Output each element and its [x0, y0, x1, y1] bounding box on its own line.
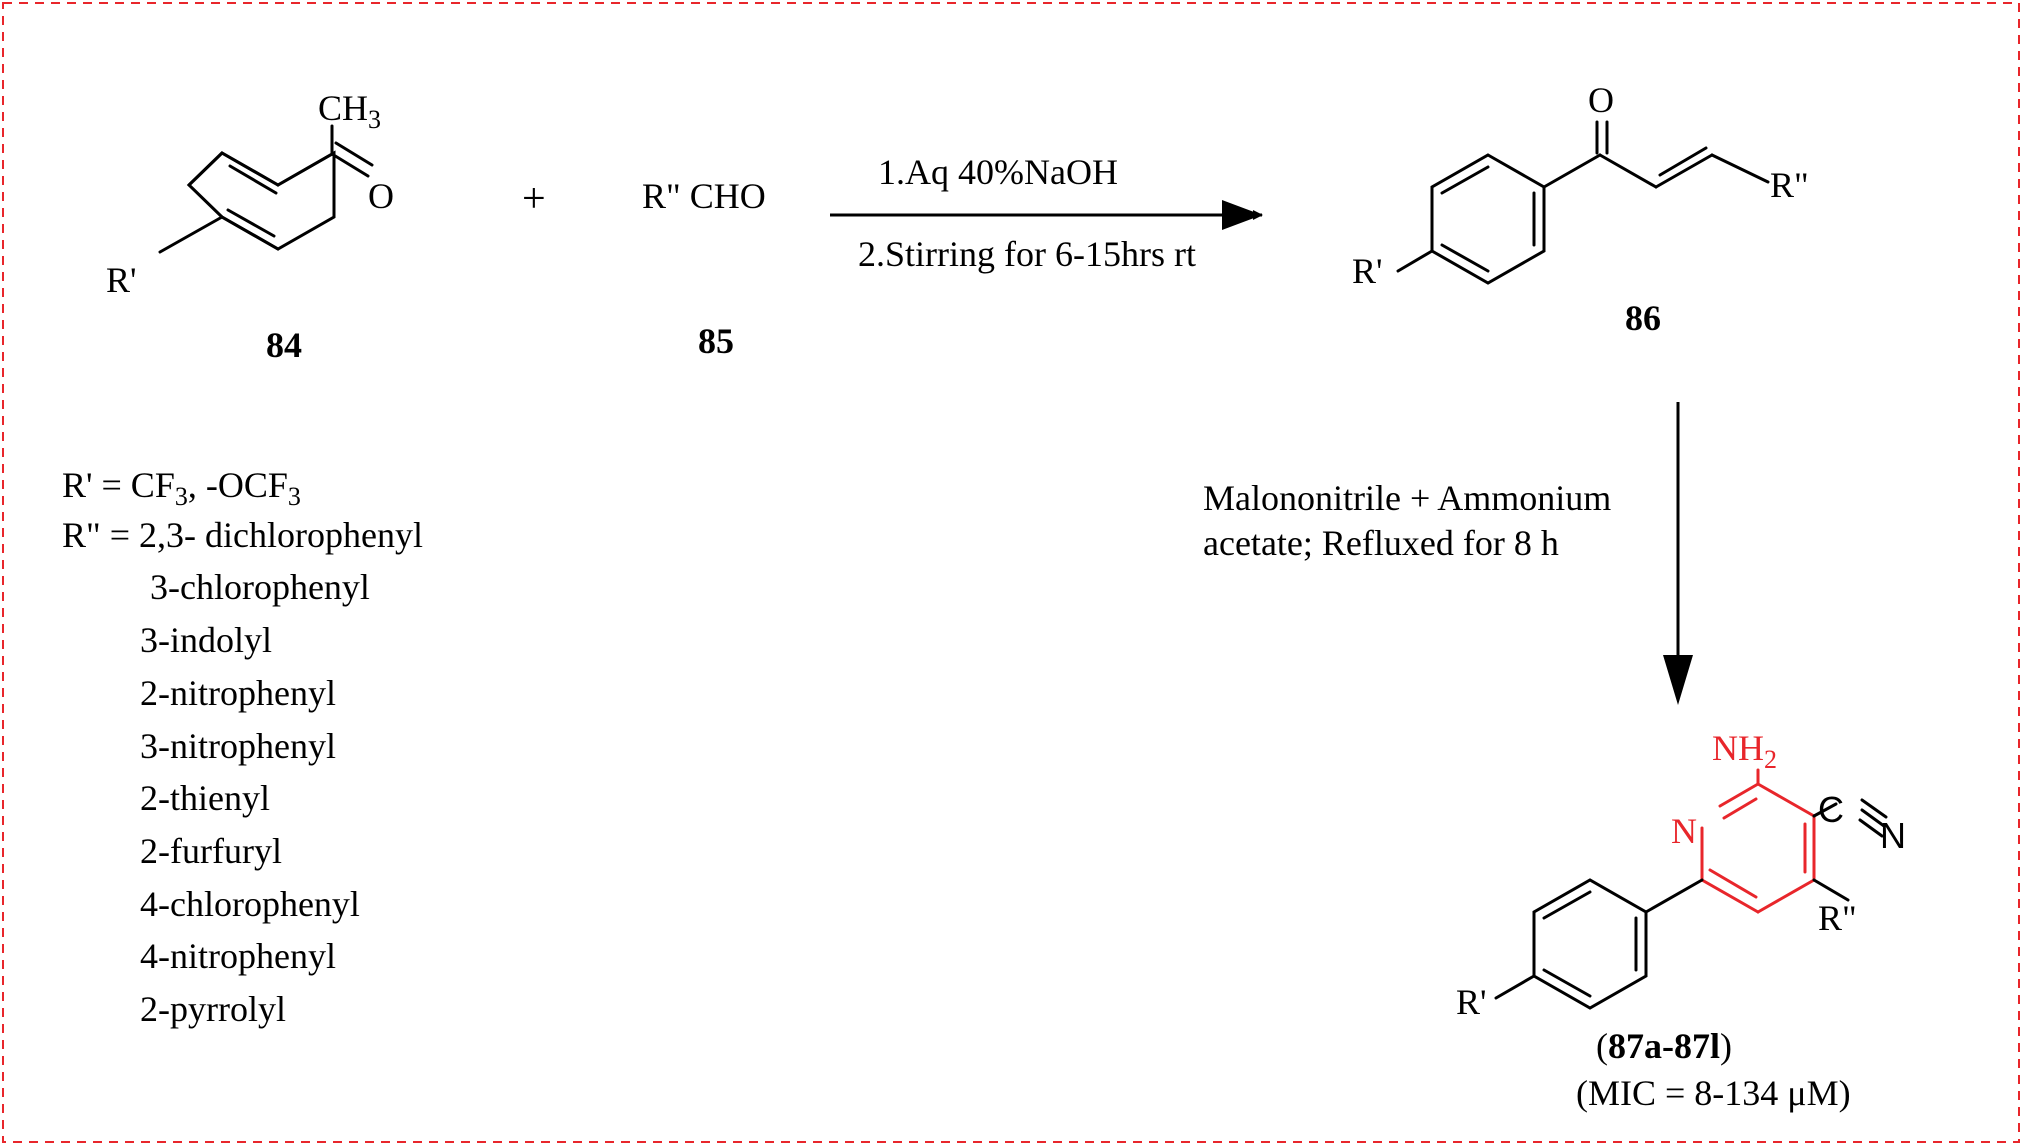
product-87-r-single: R' [1456, 982, 1487, 1022]
r-double-definition: R" = 2,3- dichlorophenyl [62, 515, 423, 555]
structure-84 [158, 124, 374, 254]
substituent-item: 3-indolyl [140, 620, 272, 660]
mic-value: (MIC = 8-134 μM) [1576, 1073, 1851, 1113]
amine-label: NH2 [1712, 728, 1777, 774]
substituent-item: 2-thienyl [140, 778, 270, 818]
methyl-label: CH3 [318, 88, 381, 134]
compound-84-label: 84 [266, 325, 302, 365]
substituent-definitions: R' = CF3, -OCF3 R" = 2,3- dichlorophenyl… [62, 465, 423, 1029]
substituent-item: 4-nitrophenyl [140, 936, 336, 976]
structure-87 [1494, 768, 1888, 1010]
pyridine-nitrogen-label: N [1671, 811, 1697, 851]
substituent-item: 3-chlorophenyl [150, 567, 370, 607]
structure-86 [1396, 120, 1770, 285]
step1-condition-2: 2.Stirring for 6-15hrs rt [858, 234, 1196, 274]
carbonyl-oxygen-label: O [368, 176, 394, 216]
product-86-r-double: R" [1770, 165, 1809, 205]
compound-87-label: (87a-87l) [1596, 1026, 1732, 1066]
compound-85-label: 85 [698, 321, 734, 361]
plus-sign: + [522, 176, 546, 222]
arrow-2-head [1663, 655, 1693, 705]
r-prime-label: R' [106, 260, 137, 300]
arrow-1-head [1222, 200, 1262, 230]
product-86-oxygen: O [1588, 80, 1614, 120]
r-prime-definition: R' = CF3, -OCF3 [62, 465, 301, 511]
step1-condition-1: 1.Aq 40%NaOH [878, 152, 1118, 192]
product-86-r-single: R' [1352, 251, 1383, 291]
substituent-item: 2-pyrrolyl [140, 989, 286, 1029]
nitrile-nitrogen-label: N [1880, 815, 1906, 856]
aldehyde-formula: R" CHO [642, 176, 766, 216]
substituent-item: 2-nitrophenyl [140, 673, 336, 713]
compound-86-label: 86 [1625, 298, 1661, 338]
product-87-r-double: R" [1818, 898, 1857, 938]
substituent-item: 4-chlorophenyl [140, 884, 360, 924]
substituent-item: 3-nitrophenyl [140, 726, 336, 766]
substituent-item: 2-furfuryl [140, 831, 282, 871]
nitrile-carbon-label: C [1818, 789, 1844, 830]
step2-condition-1: Malononitrile + Ammonium [1203, 478, 1611, 518]
step2-condition-2: acetate; Refluxed for 8 h [1203, 523, 1559, 563]
